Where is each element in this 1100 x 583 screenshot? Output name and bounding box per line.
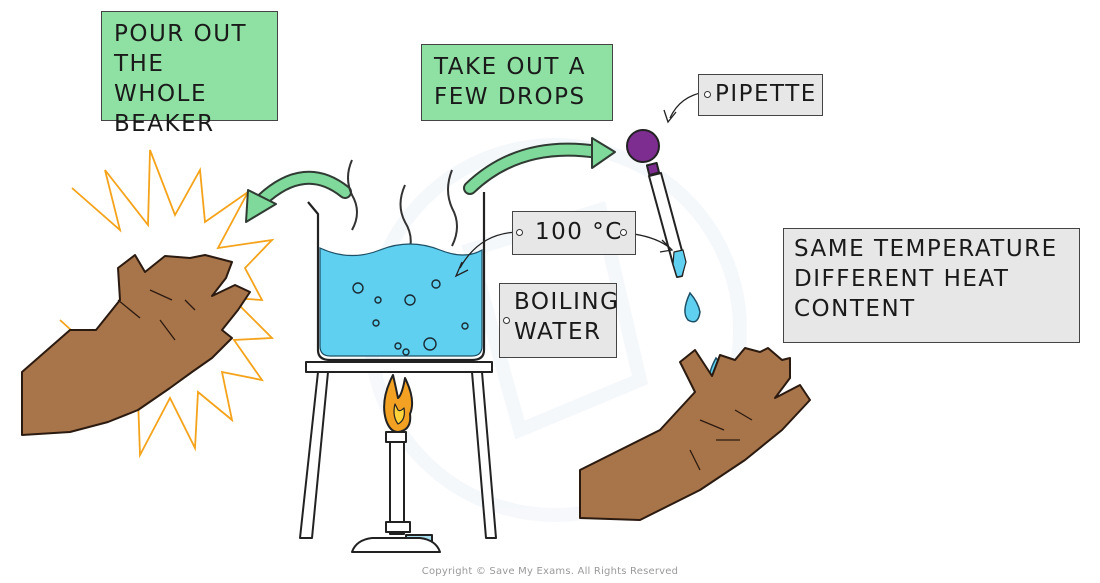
pour-arrow xyxy=(245,170,352,223)
pipette-drawing xyxy=(626,129,687,278)
temperature-label-hole-left xyxy=(516,229,523,236)
copyright-notice: Copyright © Save My Exams. All Rights Re… xyxy=(421,566,679,577)
boiling-water-label-hole xyxy=(503,317,510,324)
bunsen-burner xyxy=(351,374,441,553)
left-hand xyxy=(21,254,251,436)
tripod-stand xyxy=(299,361,497,539)
temperature-label-hole-right xyxy=(620,229,627,236)
boiling-water-label: BOILING WATER xyxy=(499,283,618,358)
steam-lines xyxy=(347,159,458,259)
temperature-label: 100 °C xyxy=(512,211,636,255)
take-out-label: TAKE OUT A FEW DROPS xyxy=(421,44,613,121)
right-hand xyxy=(579,347,811,521)
conclusion-label: SAME TEMPERATURE DIFFERENT HEAT CONTENT xyxy=(783,228,1080,343)
pipette-label-hole xyxy=(704,91,711,98)
drops-arrow xyxy=(463,137,616,195)
pipette-label: PIPETTE xyxy=(698,74,823,116)
bubbles xyxy=(352,279,469,356)
pour-out-label: POUR OUT THE WHOLE BEAKER xyxy=(101,11,278,137)
beaker xyxy=(307,192,486,362)
